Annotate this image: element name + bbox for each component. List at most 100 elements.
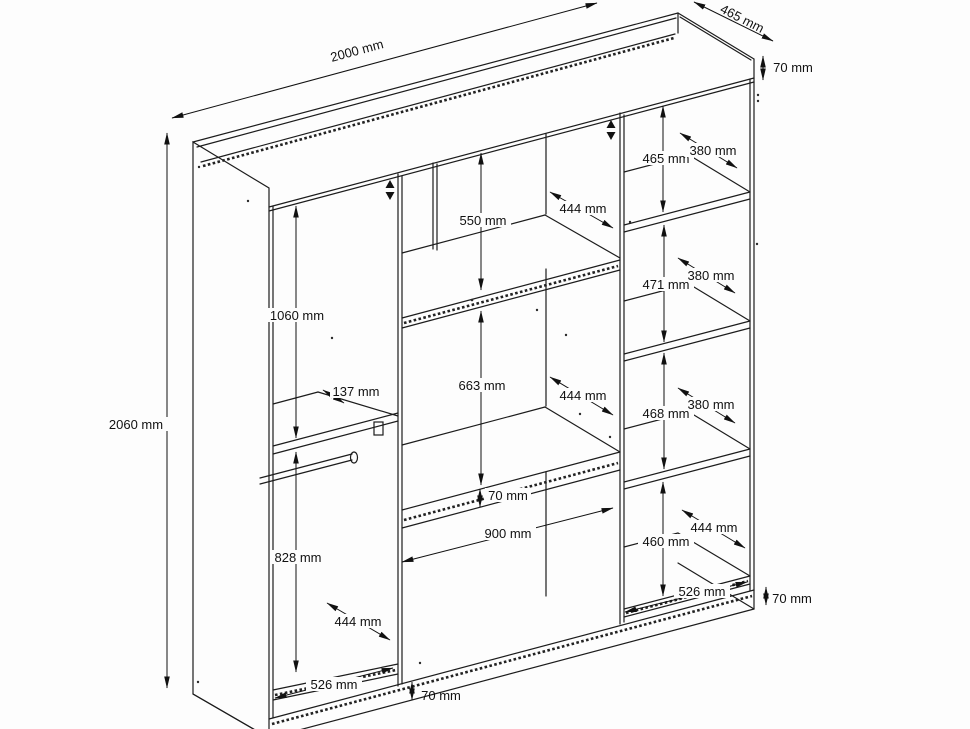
dim-label: 1060 mm: [270, 308, 324, 323]
left-shelf-front-bottom: [272, 420, 399, 455]
dim-label: 137 mm: [333, 384, 380, 399]
dim-label: 70 mm: [488, 488, 528, 503]
dim-right-compartment2: 471 mm: [638, 224, 694, 343]
dim-right-compartment4: 460 mm: [638, 481, 694, 597]
dim-label-bg: [306, 677, 362, 691]
dim-label: 444 mm: [335, 614, 382, 629]
dim-shelfB-depth: 380 mm: [677, 257, 739, 294]
dim-label: 444 mm: [691, 520, 738, 535]
dim-label: 2000 mm: [329, 36, 385, 65]
dim-shelfC-depth: 380 mm: [677, 387, 739, 424]
top-back-edge-inner: [196, 17, 677, 148]
dim-label-bg: [638, 534, 694, 548]
desk-front-top: [401, 451, 621, 511]
dim-label-bg: [265, 308, 329, 322]
hanging-rail-top: [259, 453, 353, 479]
speck: [608, 435, 612, 439]
dim-label-bg: [683, 268, 739, 282]
dim-label: 663 mm: [459, 378, 506, 393]
dim-label-bg: [104, 417, 168, 431]
left-side-panel: [192, 140, 270, 729]
speck: [756, 99, 760, 103]
top-back-edge: [192, 12, 679, 143]
dim-label: 526 mm: [679, 584, 726, 599]
desk-right-junction: [544, 406, 621, 453]
dim-label-bg: [674, 584, 730, 598]
dim-label: 380 mm: [690, 143, 737, 158]
speck: [564, 333, 568, 337]
panel-thickness-marker: [385, 180, 395, 200]
dim-label-bg: [455, 213, 511, 227]
shelf1-front-bottom: [401, 269, 621, 329]
speck: [578, 412, 582, 416]
desk-back-edge: [401, 406, 546, 446]
speck: [246, 199, 250, 203]
shelf1-front-top: [401, 259, 621, 319]
speck: [418, 661, 422, 665]
dim-right-bottom-width: 526 mm: [624, 581, 748, 613]
dim-label: 550 mm: [460, 213, 507, 228]
dim-label: 70 mm: [772, 591, 812, 606]
hanging-rail-endcap: [349, 451, 359, 464]
dim-left-upper-height: 1060 mm: [265, 205, 329, 439]
cabinet-outline: [192, 12, 755, 729]
shelfA-junction: [688, 154, 751, 193]
shelfC-junction: [688, 411, 751, 450]
dim-right-plinth-height: 70 mm: [763, 586, 812, 606]
dim-shelfA-depth: 380 mm: [679, 132, 741, 169]
dim-right-compartment1: 465 mm: [638, 105, 694, 213]
dim-top-thickness: 70 mm: [760, 55, 813, 81]
dim-label-bg: [555, 201, 611, 215]
partitions: [397, 112, 625, 687]
dim-label: 70 mm: [421, 688, 461, 703]
dim-right-floor-depth: 444 mm: [681, 509, 746, 549]
dim-label: 460 mm: [643, 534, 690, 549]
dim-label: 465 mm: [718, 1, 767, 36]
dim-label-bg: [330, 614, 386, 628]
dim-label-bg: [485, 488, 531, 502]
dim-shelf-rail-gap: 137 mm: [322, 384, 382, 404]
speck: [755, 242, 759, 246]
dim-label: 2060 mm: [109, 417, 163, 432]
dim-label-bg: [454, 378, 510, 392]
shelfB-front-bottom: [623, 327, 751, 362]
plinth-top-edge: [268, 589, 755, 720]
print-specks: [196, 93, 760, 684]
dim-line: [693, 1, 774, 42]
dim-middle-lower-height: 663 mm: [454, 310, 510, 486]
dim-desk-thickness: 70 mm: [477, 488, 531, 508]
dim-label-bg: [270, 550, 326, 564]
left-shelf-front-top: [272, 412, 399, 447]
shelfB-front-top: [623, 320, 751, 355]
shelf1-front-hatch: [403, 264, 619, 325]
dim-overall-width: 2000 mm: [171, 2, 598, 119]
dim-left-lower-height: 828 mm: [270, 451, 326, 673]
dim-label-bg: [683, 397, 739, 411]
dim-shelf1-depth: 444 mm: [549, 191, 614, 229]
left-panel-bottom-edge: [192, 693, 255, 729]
shelfC-front-top: [623, 448, 751, 483]
dim-label: 444 mm: [560, 388, 607, 403]
speck: [628, 220, 632, 224]
speck: [197, 165, 201, 169]
shelfA-front-top: [623, 191, 751, 226]
shelfA-front-bottom: [623, 198, 751, 233]
dim-label: 465 mm: [643, 151, 690, 166]
shelf1-right-junction: [544, 214, 621, 259]
speck: [756, 93, 760, 97]
shelfC-front-bottom: [623, 455, 751, 490]
dim-desk-depth: 444 mm: [549, 376, 614, 416]
shelf1-back-edge: [401, 214, 546, 254]
left-section-interior: [259, 391, 399, 701]
top-panel-front-edge: [268, 77, 755, 208]
middle-section-shelves: [401, 214, 621, 529]
plinth-bottom-edge: [300, 608, 755, 729]
dim-label: 380 mm: [688, 397, 735, 412]
dim-line: [171, 2, 598, 119]
dim-left-bottom-depth: 444 mm: [326, 602, 391, 641]
shelfB-junction: [688, 283, 751, 322]
dim-middle-upper-height: 550 mm: [455, 152, 511, 291]
dim-left-bottom-width: 526 mm: [274, 667, 394, 699]
rail-bracket: [373, 421, 384, 436]
